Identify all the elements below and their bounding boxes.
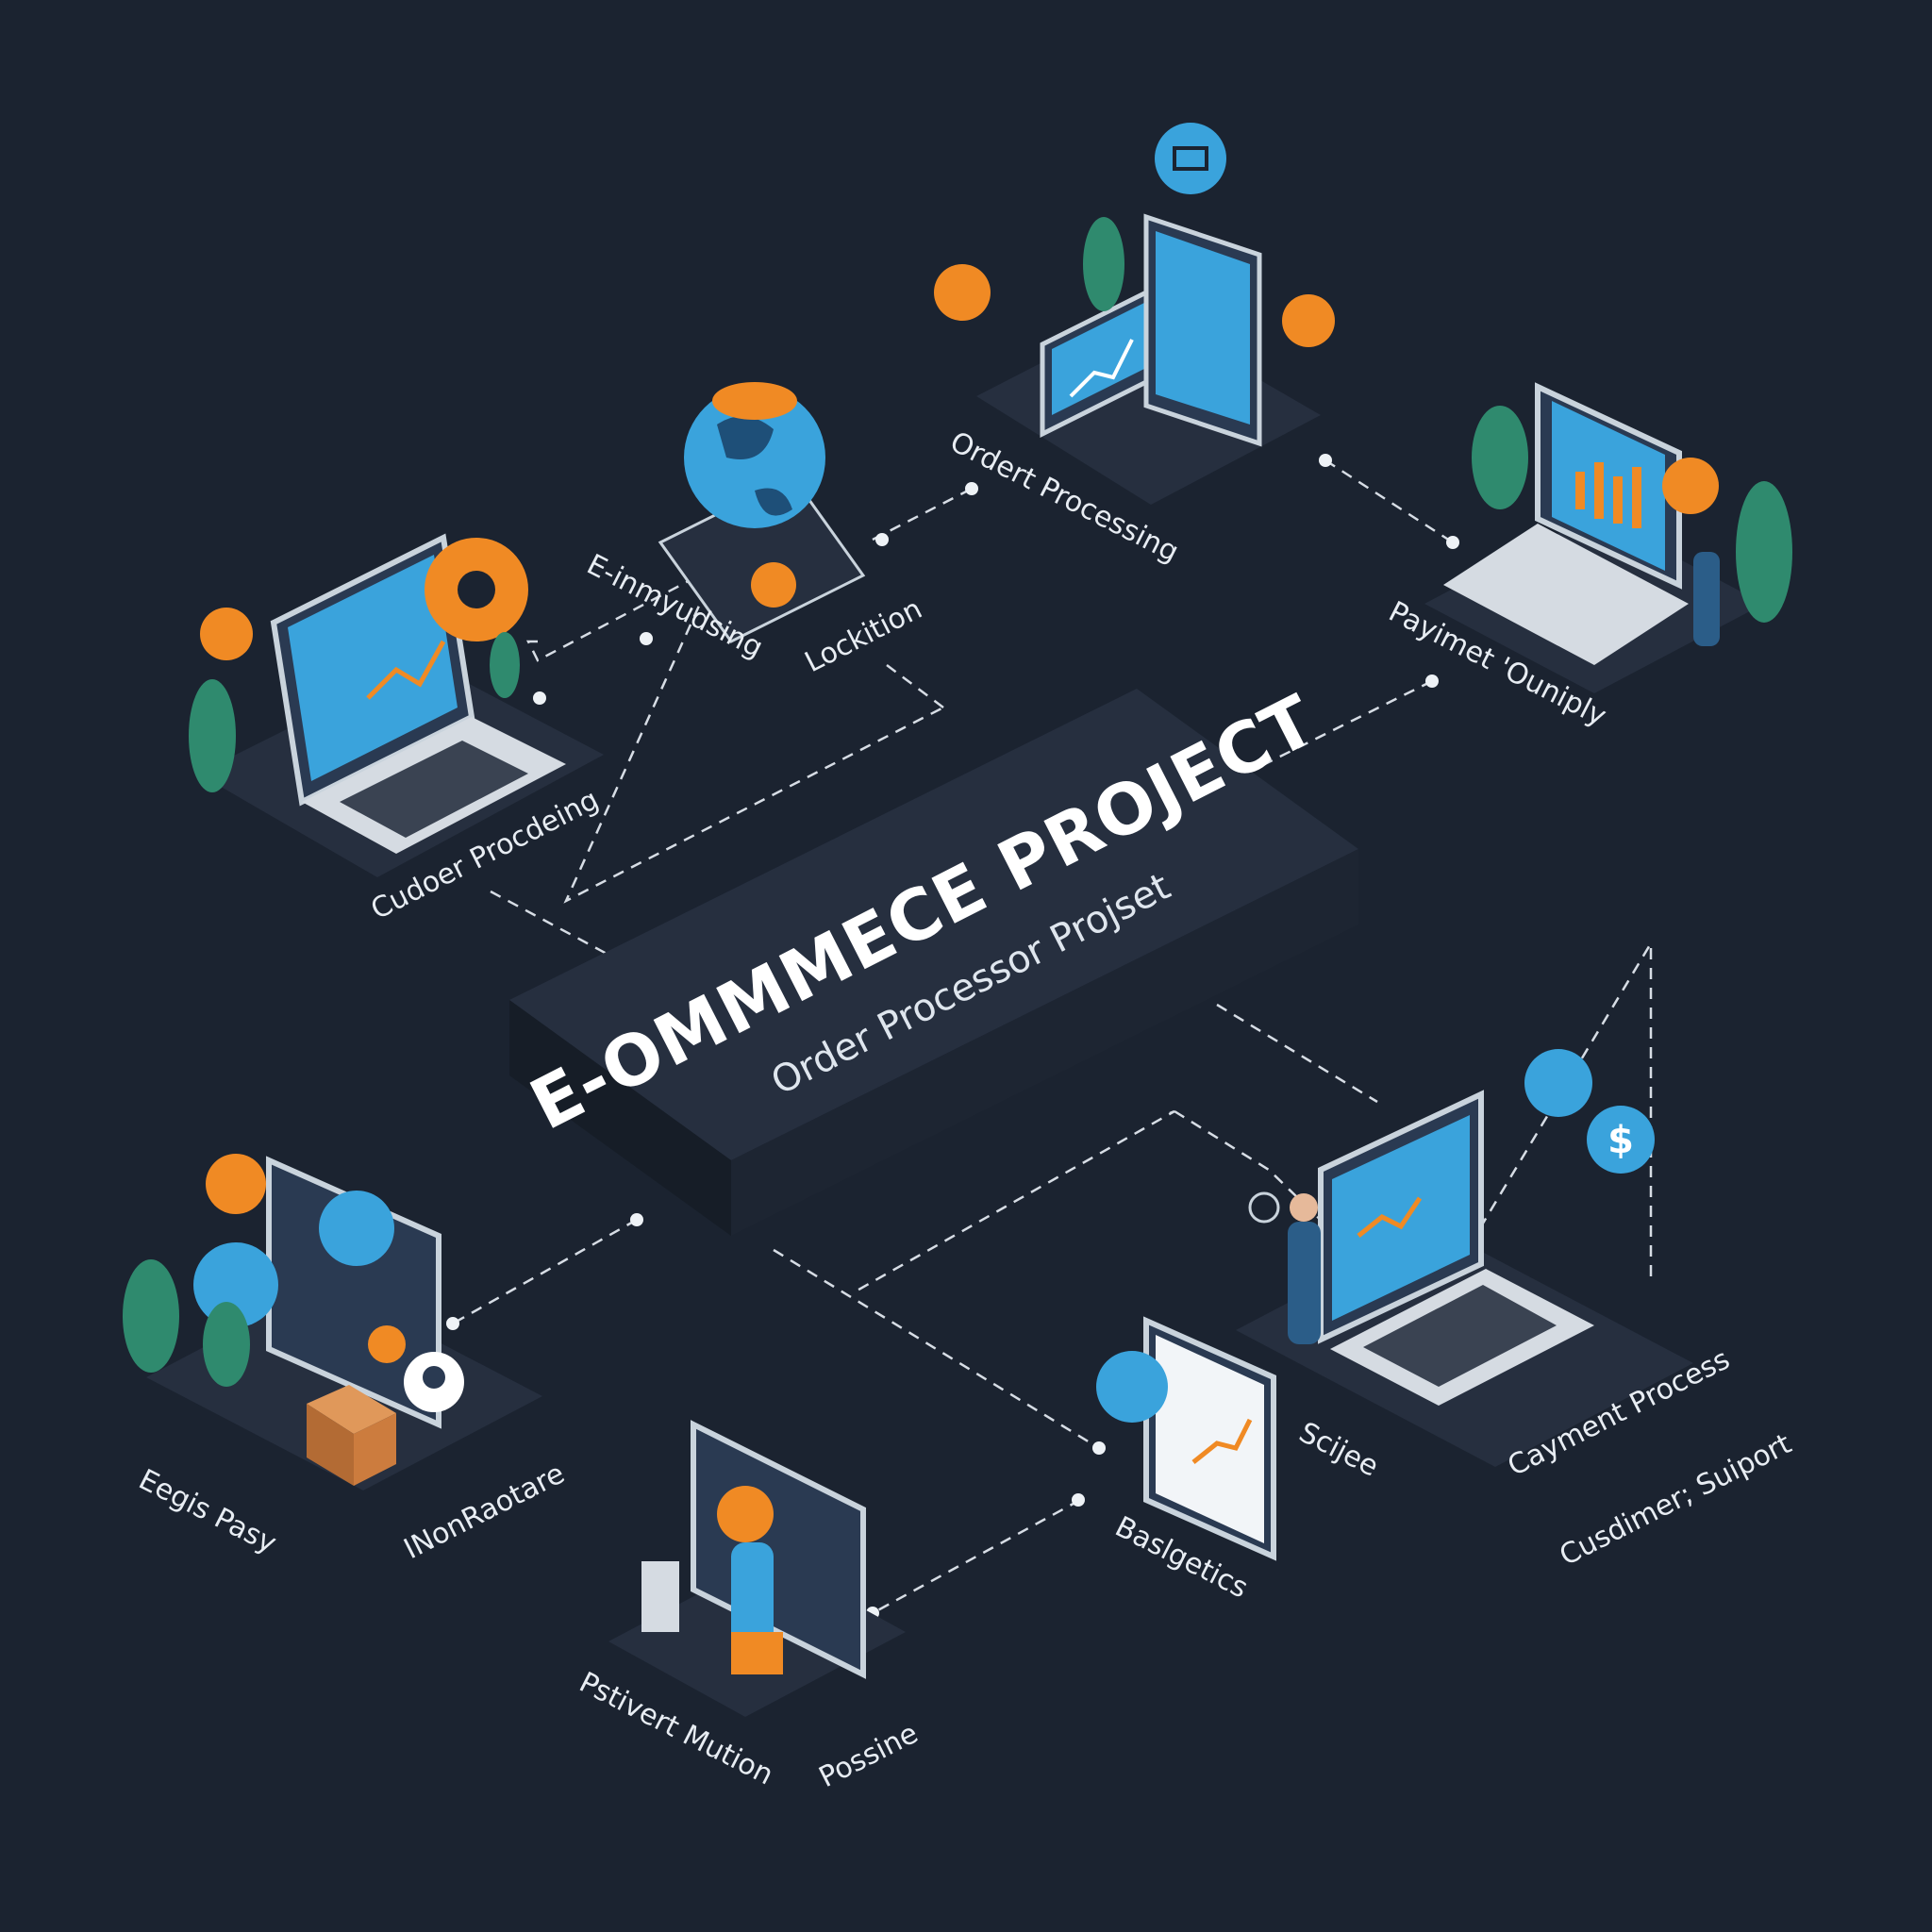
gear-icon <box>751 562 796 608</box>
user-icon <box>319 1191 394 1266</box>
lock-icon <box>1524 1049 1592 1117</box>
dot <box>630 1213 643 1226</box>
chart-line <box>1069 339 1134 398</box>
connector-hub-right <box>1216 1003 1378 1104</box>
connector-bottom-left <box>872 1498 1081 1615</box>
plant-icon <box>490 632 520 698</box>
dot <box>965 482 978 495</box>
connector-order <box>872 487 973 541</box>
person <box>1693 552 1720 646</box>
chart-line <box>1357 1196 1423 1238</box>
node-cayment-process: $ <box>1236 1049 1693 1467</box>
plant-icon <box>1472 406 1528 509</box>
chat-icon <box>206 1154 266 1214</box>
node-eegis-pasy <box>123 1154 542 1491</box>
label-inventory: INonRaotare <box>399 1457 570 1567</box>
plant-icon <box>189 679 236 792</box>
search-icon <box>1248 1191 1280 1224</box>
dollar-icon <box>368 1325 406 1363</box>
dot <box>1072 1493 1085 1507</box>
globe-icon <box>684 387 825 528</box>
keys <box>1363 1285 1557 1387</box>
bar-chart-icon <box>1575 462 1641 528</box>
person <box>731 1542 774 1646</box>
laptop-display <box>1332 1115 1470 1321</box>
gear-icon <box>1282 294 1335 347</box>
laptop-display <box>288 555 458 781</box>
dot <box>533 691 546 705</box>
mail-icon <box>1155 123 1226 194</box>
bar <box>1632 467 1641 528</box>
dollar-glyph: $ <box>1607 1119 1634 1162</box>
user-icon <box>717 1486 774 1542</box>
node-order-processing <box>934 123 1335 505</box>
plant-icon <box>1736 481 1792 623</box>
dot <box>1319 454 1332 467</box>
bar <box>1594 462 1604 519</box>
keys <box>340 741 528 838</box>
globe-land <box>717 416 792 516</box>
node-patient-mution <box>608 1420 906 1717</box>
chart-line <box>366 640 446 700</box>
lock-icon <box>934 264 991 321</box>
user-icon-inner <box>423 1366 445 1389</box>
box-side <box>307 1404 354 1486</box>
laptop-keyboard <box>1443 524 1689 665</box>
bar <box>1575 472 1585 509</box>
tablet-display <box>1156 1335 1264 1543</box>
bar <box>1613 476 1623 524</box>
node-payment <box>1424 382 1792 693</box>
central-hub: E-OMMMECE PROJECT Order Processor Projse… <box>509 680 1358 1236</box>
chart-line <box>1191 1418 1253 1464</box>
connector-payment-left <box>1324 458 1454 544</box>
connector-payment-hub <box>1178 679 1433 808</box>
box-icon <box>731 1632 783 1674</box>
hub-side-left <box>509 1000 731 1236</box>
chat-icon <box>200 608 253 660</box>
monitor <box>691 1420 866 1679</box>
connector-hub-bottom <box>773 1248 1100 1450</box>
label-lockition: Lockition <box>800 592 927 679</box>
node-customer-processing <box>189 533 604 877</box>
monitor-display <box>1052 302 1146 415</box>
cart-icon <box>1096 1351 1168 1423</box>
chat-icon <box>1662 458 1719 514</box>
gear-hole <box>458 571 495 608</box>
dollar-icon <box>1587 1106 1655 1174</box>
dot <box>446 1317 459 1330</box>
node-globe <box>658 382 866 643</box>
globe-cap <box>712 382 797 420</box>
label-customer-support: Cusdimer; Suiport <box>1555 1427 1797 1573</box>
person <box>1288 1222 1321 1344</box>
plant-icon <box>123 1259 179 1373</box>
label-scie: Scijee <box>1293 1416 1383 1484</box>
dot <box>640 632 653 645</box>
connector-laptop1-hub <box>525 563 944 904</box>
connector-hub-left <box>490 890 624 964</box>
hub-side-right <box>731 849 1358 1236</box>
node-baslgetics <box>1096 1316 1276 1561</box>
connector-hub-bottomleft <box>452 1218 638 1325</box>
dot <box>875 533 889 546</box>
dot <box>1092 1441 1106 1455</box>
hub-top <box>509 689 1358 1160</box>
printer <box>641 1561 679 1632</box>
box-icon <box>307 1385 396 1434</box>
box-side <box>354 1413 396 1486</box>
mail-icon-glyph <box>1173 146 1208 171</box>
dot <box>1446 536 1459 549</box>
dot <box>1425 675 1439 688</box>
person-head <box>1290 1193 1318 1222</box>
plant-icon <box>203 1302 250 1387</box>
connector-globe-lockition <box>886 664 944 708</box>
tablet-display <box>1156 231 1250 425</box>
plant-icon <box>1083 217 1124 311</box>
globe-icon <box>193 1242 278 1327</box>
label-eegis-pasy: Eegis Pasy <box>133 1463 281 1560</box>
label-possine: Possine <box>814 1717 924 1794</box>
